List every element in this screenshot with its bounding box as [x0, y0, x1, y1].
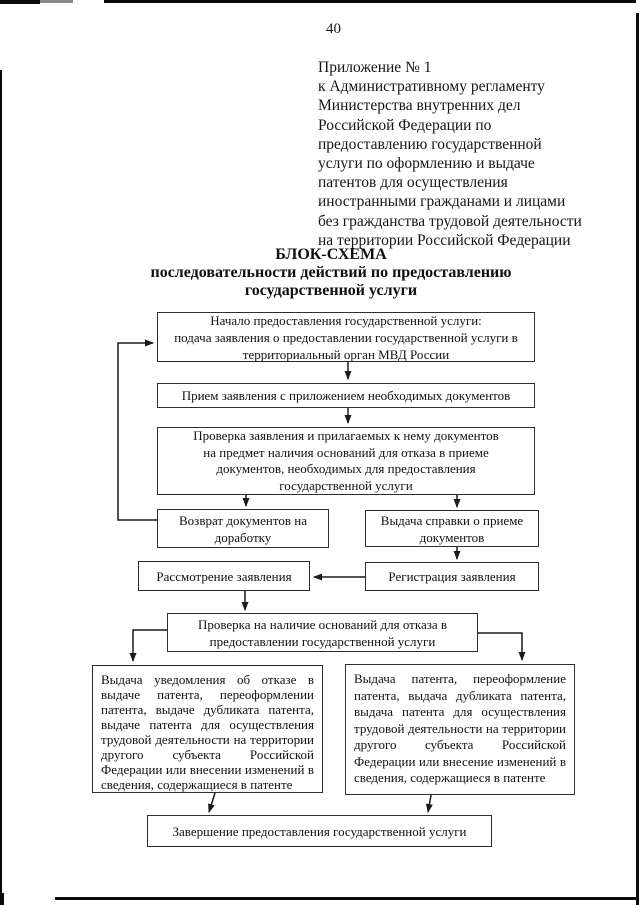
scan-edge-bottom	[55, 897, 638, 900]
flow-box-return-documents: Возврат документов на доработку	[157, 509, 329, 548]
arrow-refusal-to-completion	[208, 792, 216, 813]
arrow-grounds-to-refusal	[129, 629, 167, 662]
flow-box-review-application: Рассмотрение заявления	[138, 561, 310, 591]
flow-box-register-application: Регистрация заявления	[365, 562, 539, 591]
page-number: 40	[326, 21, 341, 37]
scan-edge-left	[0, 70, 2, 905]
flow-box-accept-application: Прием заявления с приложением необходимы…	[157, 383, 535, 408]
flow-box-check-documents: Проверка заявления и прилагаемых к нему …	[157, 427, 535, 495]
flow-box-start: Начало предоставления государственной ус…	[157, 312, 535, 362]
flow-box-completion: Завершение предоставления государственно…	[147, 815, 492, 847]
scan-edge-top	[104, 0, 636, 3]
flow-box-check-refusal-grounds: Проверка на наличие оснований для отказа…	[167, 613, 478, 652]
arrow-return-loop-to-start	[117, 339, 157, 521]
scan-edge-right	[636, 13, 639, 905]
flow-box-refusal-notice: Выдача уведомления об отказе в выдаче па…	[92, 665, 323, 793]
appendix-header: Приложение № 1 к Административному регла…	[318, 59, 582, 249]
arrow-grounds-to-patent	[478, 632, 526, 661]
scan-edge-top-left	[0, 0, 40, 4]
arrow-patent-to-completion	[425, 794, 433, 813]
flow-box-issue-patent: Выдача патента, переоформление патента, …	[345, 664, 575, 795]
scan-edge-bottom-left-mark	[0, 893, 4, 905]
flow-box-issue-receipt: Выдача справки о приеме документов	[365, 510, 539, 547]
diagram-title: БЛОК-СХЕМА последовательности действий п…	[150, 246, 512, 299]
scan-edge-top-gray	[40, 0, 73, 3]
